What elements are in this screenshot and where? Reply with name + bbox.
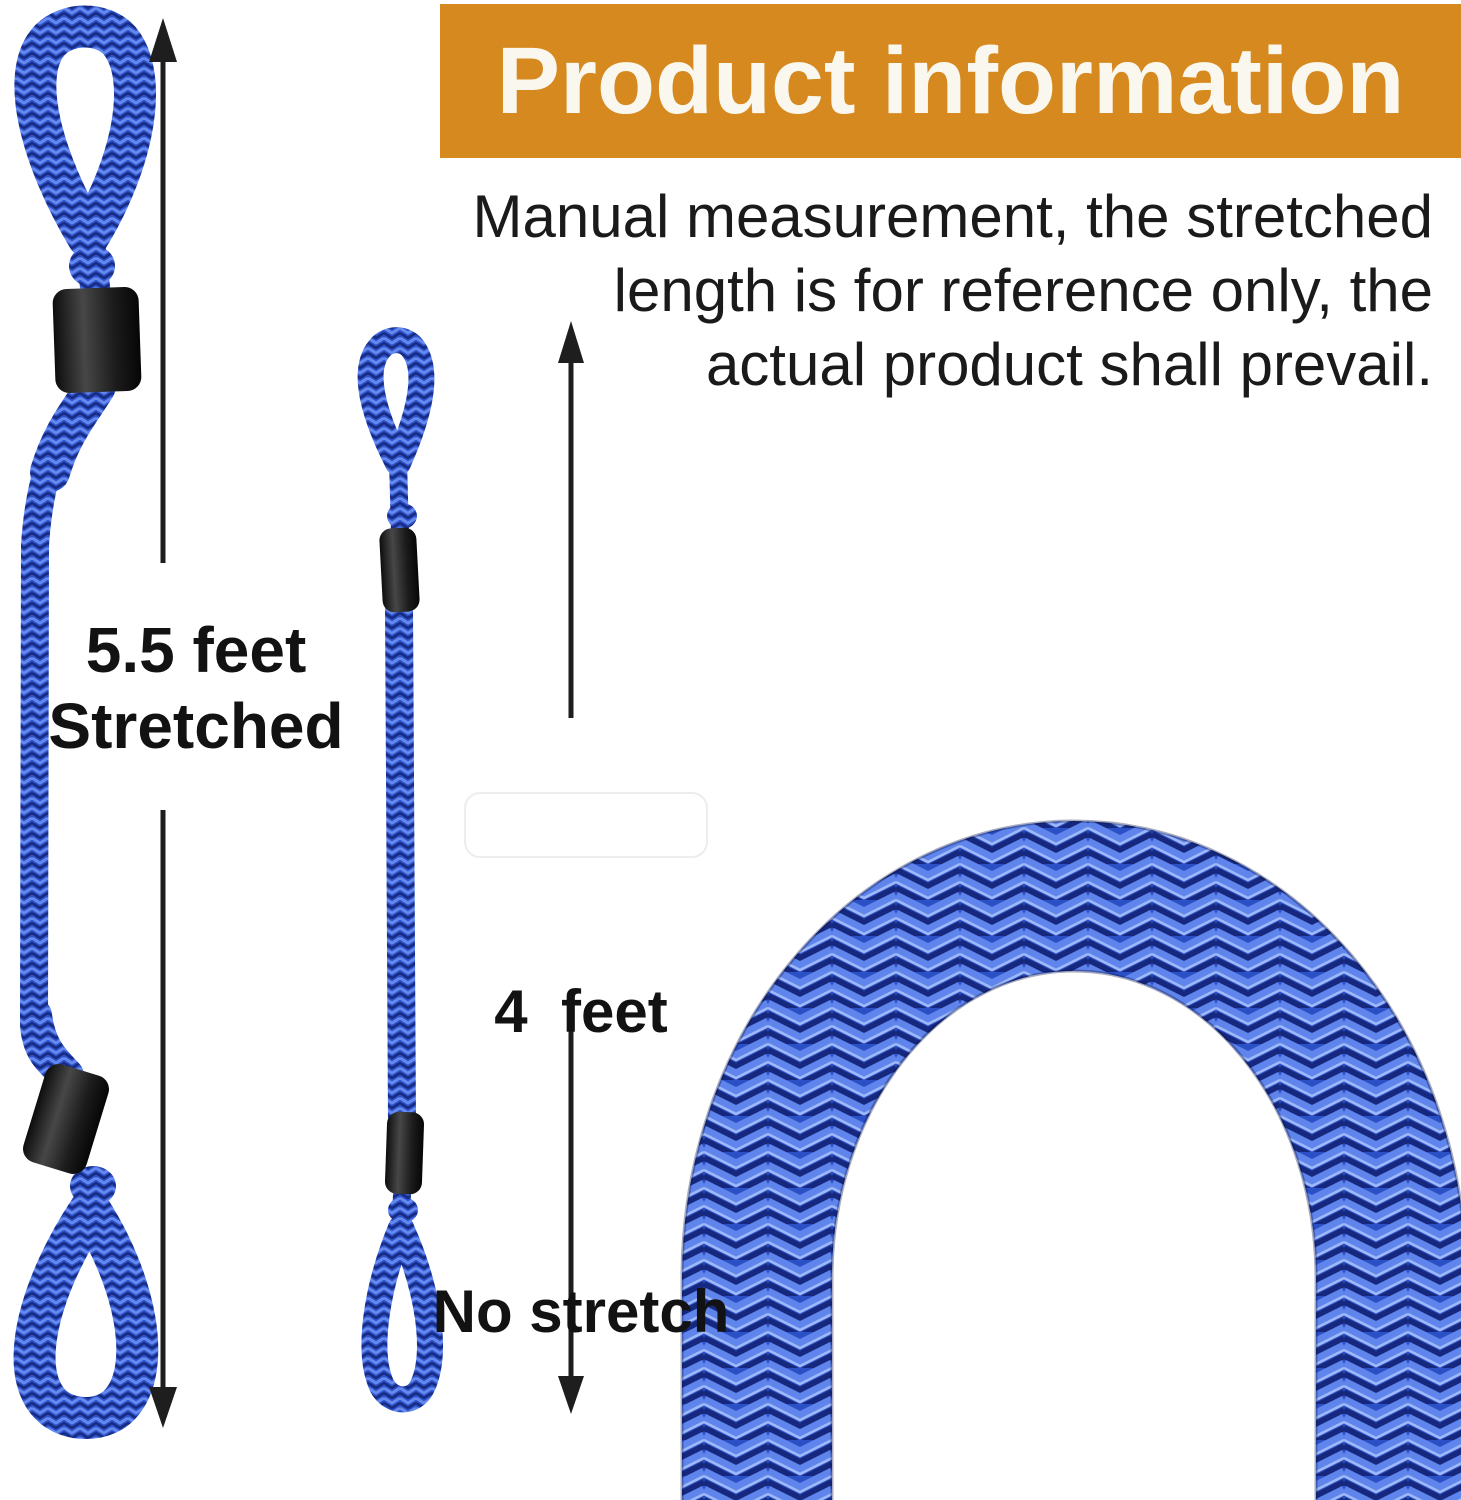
cord-section	[385, 592, 416, 1136]
banner-title: Product information	[496, 27, 1405, 134]
arrow-down-head	[149, 1387, 177, 1428]
arrow-up-head	[558, 321, 584, 363]
measurement-caption: No stretch	[432, 1278, 730, 1345]
arrow-up-head	[149, 18, 177, 62]
info-paragraph: Manual measurement, the stretched length…	[473, 180, 1434, 402]
bungee-cord-5-5ft	[13, 5, 159, 1439]
info-paragraph-line: length is for reference only, the	[613, 257, 1433, 324]
rope-closeup-photo	[680, 819, 1461, 1500]
measurement-caption: Stretched	[48, 690, 344, 762]
measurement-value: 5.5 feet	[85, 614, 307, 686]
arrow-down-head	[558, 1376, 584, 1414]
cord-knot	[387, 503, 417, 529]
rope-closeup-arch	[682, 821, 1461, 1500]
cord-sleeve	[379, 527, 420, 613]
cord-bottom-loop	[13, 1189, 159, 1439]
measurement-value: 4 feet	[494, 978, 668, 1045]
cord-top-loop	[357, 327, 435, 476]
info-paragraph-line: actual product shall prevail.	[705, 331, 1433, 398]
measurement-label-no-stretch: 4 feet No stretch	[433, 762, 730, 1500]
cord-bottom-loop	[361, 1215, 443, 1413]
measure-arrow-5-5ft	[149, 18, 177, 1428]
info-paragraph-line: Manual measurement, the stretched	[472, 183, 1434, 250]
cord-sleeve	[23, 1064, 109, 1174]
cord-sleeve	[52, 287, 142, 393]
measurement-label-stretched: 5.5 feet Stretched	[48, 612, 343, 764]
product-info-banner: Product information	[440, 4, 1461, 158]
measure-arrow-4ft	[558, 321, 584, 1414]
cord-knot	[69, 245, 115, 287]
measurement-value-badge	[464, 792, 708, 858]
cord-top-loop	[14, 5, 156, 258]
cord-sleeve	[384, 1111, 425, 1195]
bungee-cord-4ft	[357, 327, 443, 1413]
